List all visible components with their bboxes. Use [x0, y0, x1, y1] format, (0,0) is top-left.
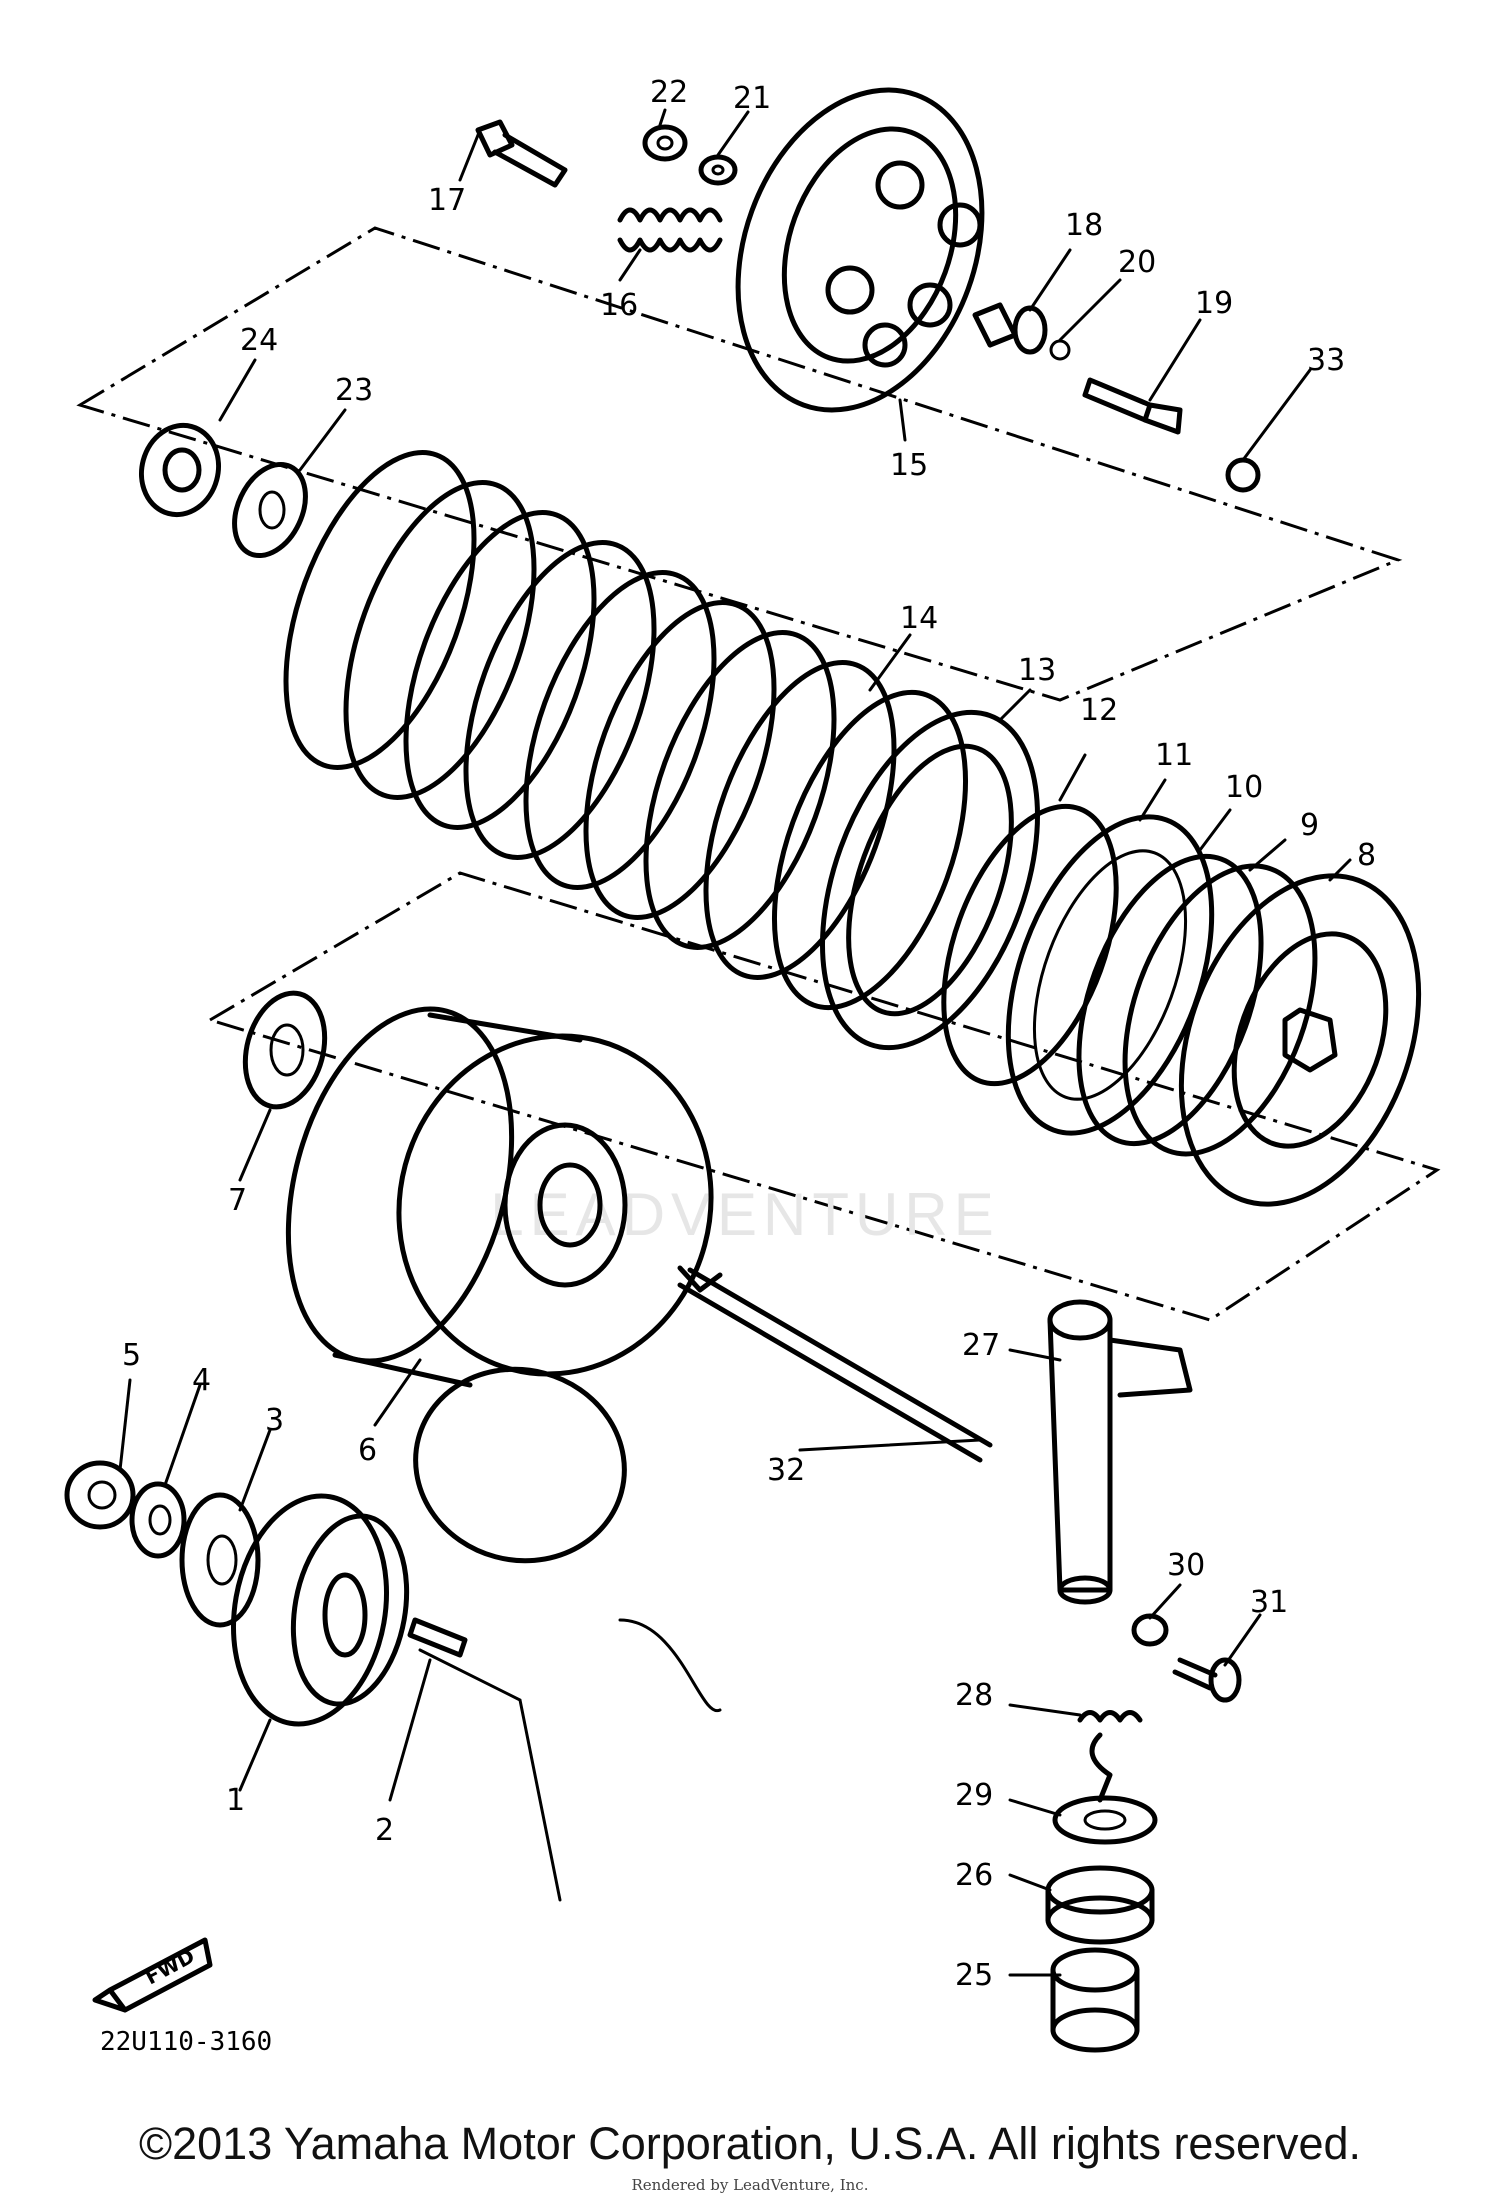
svg-text:FWD: FWD — [141, 1944, 198, 1990]
part-9-seat-plate — [1122, 863, 1318, 1157]
callout-19: 19 — [1195, 286, 1233, 321]
lower-assembly-outline — [206, 871, 1441, 1322]
part-27-push-lever-shaft — [1047, 1299, 1193, 1605]
callout-4: 4 — [192, 1363, 211, 1398]
callout-16: 16 — [600, 288, 638, 323]
callout-23: 23 — [335, 373, 373, 408]
callout-1: 1 — [226, 1783, 245, 1818]
part-12-circlip — [941, 803, 1119, 1087]
part-2-key — [407, 1617, 468, 1658]
part-33-ball — [1225, 457, 1261, 493]
callout-30: 30 — [1167, 1548, 1205, 1583]
callout-29: 29 — [955, 1778, 993, 1813]
part-29-washer — [1052, 1795, 1158, 1845]
part-7-thrust-washer — [242, 990, 328, 1110]
part-3-washer — [179, 1492, 261, 1628]
part-28-spring — [1077, 1710, 1143, 1803]
callout-18: 18 — [1065, 208, 1103, 243]
callout-17: 17 — [428, 183, 466, 218]
part-4-lock-washer — [129, 1481, 187, 1559]
part-17-bolt — [475, 119, 568, 188]
part-13-friction-plate — [820, 709, 1040, 1051]
callout-13: 13 — [1018, 653, 1056, 688]
callout-21: 21 — [733, 81, 771, 116]
callout-11: 11 — [1155, 738, 1193, 773]
part-21-washer — [698, 154, 738, 186]
leader-lines — [118, 108, 1352, 1977]
callout-27: 27 — [962, 1328, 1000, 1363]
callout-33: 33 — [1307, 343, 1345, 378]
crankshaft-outline — [413, 1366, 722, 1902]
part-5-nut — [64, 1460, 136, 1530]
callout-26: 26 — [955, 1858, 993, 1893]
callout-5: 5 — [122, 1338, 141, 1373]
callout-9: 9 — [1300, 808, 1319, 843]
callout-28: 28 — [955, 1678, 993, 1713]
callout-2: 2 — [375, 1813, 394, 1848]
callout-12: 12 — [1080, 693, 1118, 728]
callout-7: 7 — [228, 1183, 247, 1218]
callout-14: 14 — [900, 601, 938, 636]
part-30-washer — [1131, 1613, 1169, 1647]
part-32-push-rod — [677, 1265, 993, 1463]
fwd-arrow-icon: FWD — [92, 1937, 213, 2013]
part-23-lock-washer — [232, 461, 308, 559]
part-24-nut — [138, 422, 222, 518]
drawing-code: 22U110-3160 — [100, 2027, 272, 2057]
part-8-clutch-boss — [1178, 873, 1422, 1207]
watermark: LEADVENTURE — [490, 1181, 999, 1248]
part-26-oil-seal — [1045, 1865, 1155, 1945]
callout-25: 25 — [955, 1958, 993, 1993]
callout-20: 20 — [1118, 245, 1156, 280]
part-14-friction-plate — [771, 689, 969, 1011]
part-18-bolt — [972, 302, 1048, 355]
rendered-by-note: Rendered by LeadVenture, Inc. — [631, 2176, 869, 2194]
callout-8: 8 — [1357, 838, 1376, 873]
part-22-nut — [642, 124, 688, 162]
callout-10: 10 — [1225, 770, 1263, 805]
callout-3: 3 — [265, 1403, 284, 1438]
part-25-bearing — [1050, 1947, 1140, 2053]
part-10-cushion-ring — [1076, 853, 1264, 1147]
part-15-pressure-plate — [735, 87, 985, 413]
callout-15: 15 — [890, 448, 928, 483]
part-1-primary-drive-gear — [230, 1493, 410, 1727]
part-20-washer — [1049, 339, 1071, 361]
callout-numbers: 17 22 21 16 15 18 20 19 33 24 23 14 13 1… — [122, 75, 1376, 1993]
callout-6: 6 — [358, 1433, 377, 1468]
part-16-spring — [617, 207, 723, 253]
callout-24: 24 — [240, 323, 278, 358]
part-6-clutch-housing — [285, 1006, 714, 1388]
callout-31: 31 — [1250, 1585, 1288, 1620]
copyright-notice: ©2013 Yamaha Motor Corporation, U.S.A. A… — [138, 2118, 1362, 2169]
part-31-screw — [1172, 1657, 1242, 1703]
callout-32: 32 — [767, 1453, 805, 1488]
clutch-plate-stack — [283, 450, 897, 980]
part-19-push-rod — [1082, 377, 1183, 435]
callout-22: 22 — [650, 75, 688, 110]
